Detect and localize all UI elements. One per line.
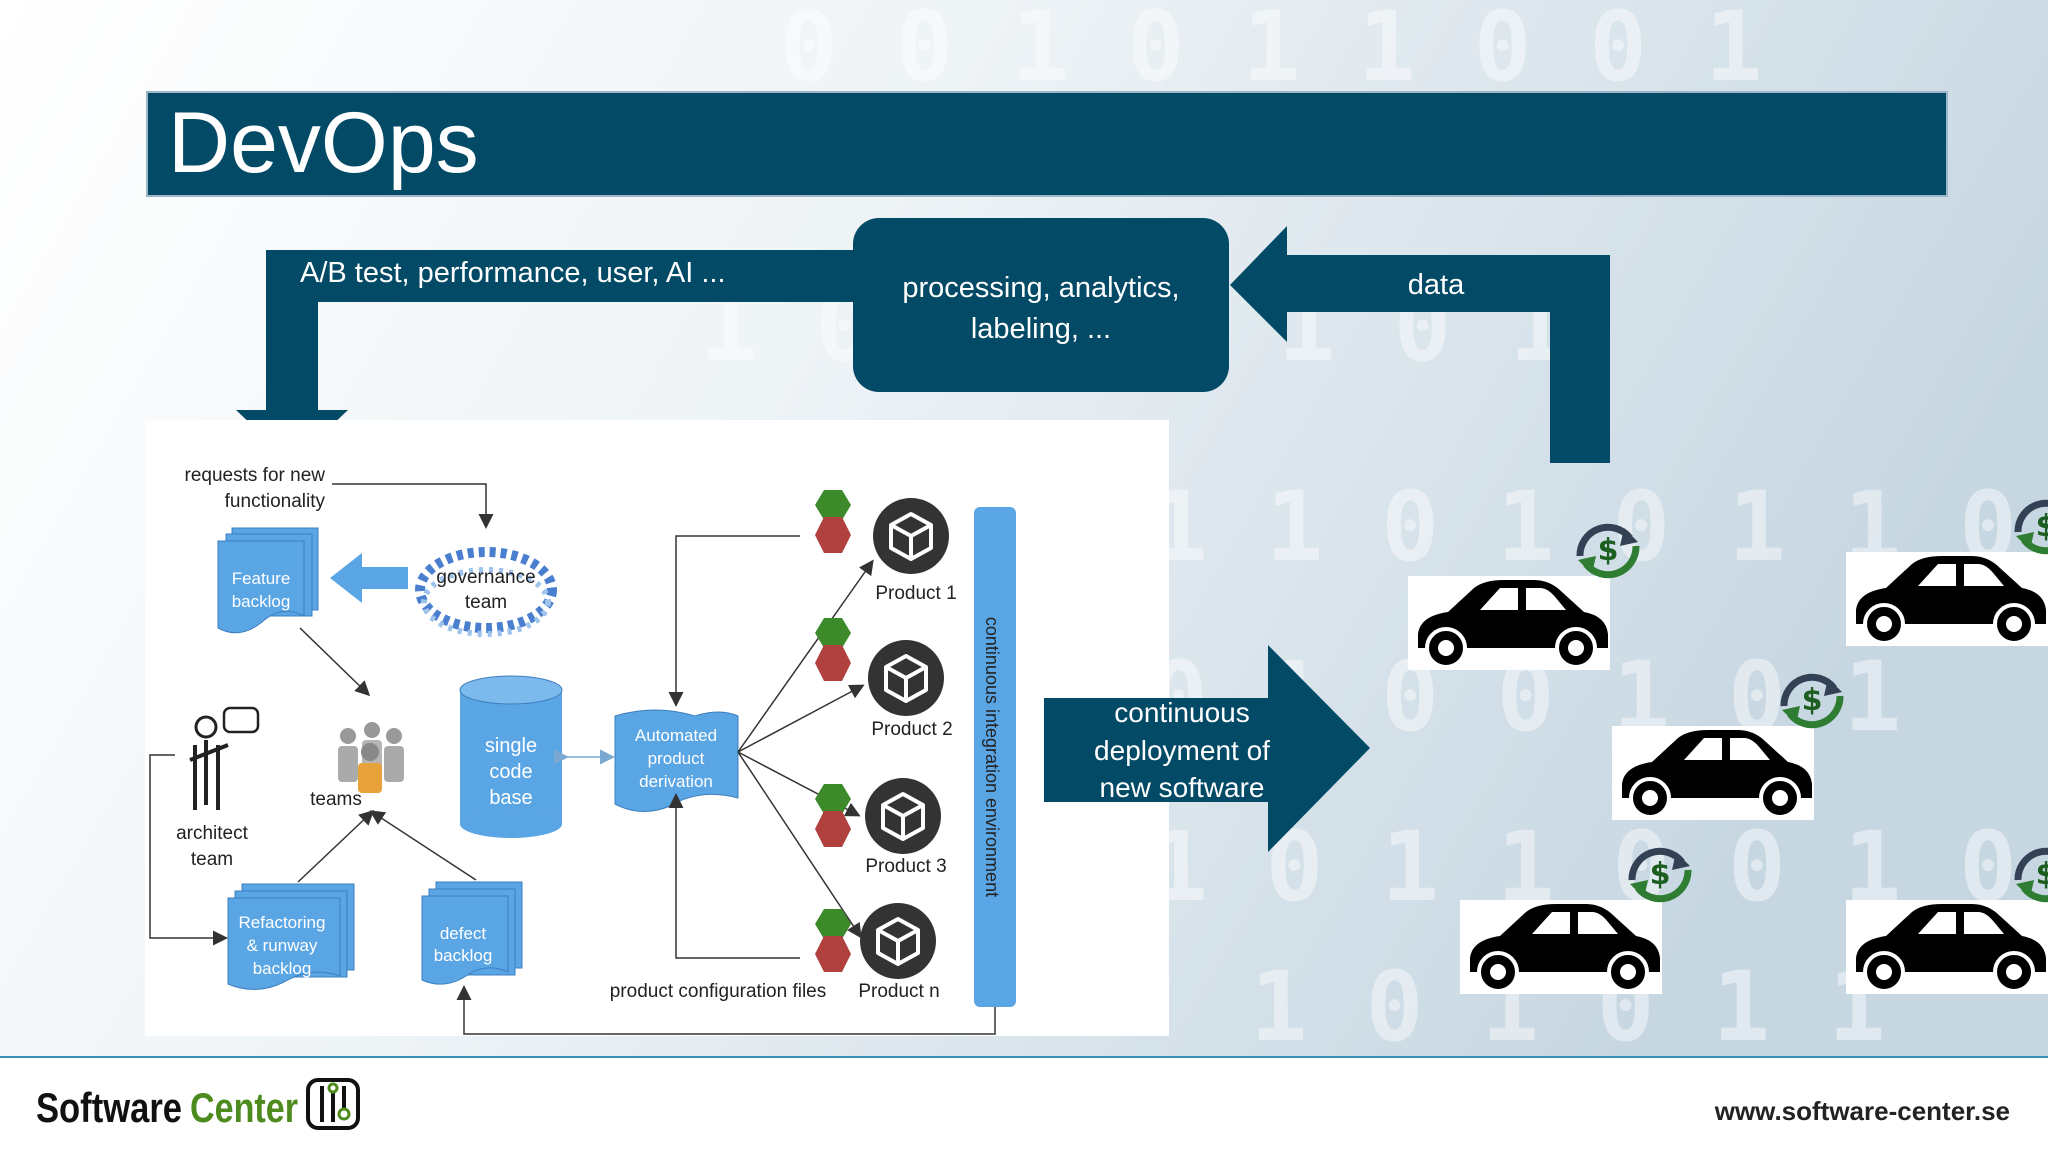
ci-environment-label: continuous integration environment: [982, 617, 1002, 897]
processing-box: [853, 218, 1229, 392]
derivation-to-product-n: [737, 751, 862, 939]
requests-label-line1: requests for new: [185, 465, 326, 486]
connected-car: $: [1846, 499, 2048, 646]
cube-icon: [873, 498, 949, 574]
deployment-arrow: [1044, 645, 1370, 852]
processing-label-line2: labeling, ...: [971, 313, 1111, 345]
deploy-label-line3: new software: [1100, 772, 1265, 803]
architect-label-line1: architect: [176, 823, 249, 844]
refactoring-to-teams-arrow: [297, 809, 375, 883]
governance-to-backlog-arrow: [330, 553, 408, 603]
feedback-label: A/B test, performance, user, AI ...: [300, 257, 726, 289]
teams-icon: [338, 722, 404, 793]
data-arrow: [1230, 226, 1610, 463]
config-hexagon-3: [815, 784, 851, 847]
svg-text:$: $: [2036, 509, 2048, 544]
connected-car: $: [1460, 847, 1692, 994]
deploy-label-line1: continuous: [1114, 697, 1249, 728]
dollar-cycle-icon: $: [1780, 673, 1844, 729]
governance-label-line2: team: [465, 592, 507, 613]
feature-backlog-line2: backlog: [232, 592, 291, 611]
defect-line1: defect: [440, 924, 487, 943]
codebase-line3: base: [489, 787, 532, 809]
config-hexagon-2: [815, 618, 851, 681]
derivation-line1: Automated: [635, 726, 717, 745]
derivation-line2: product: [648, 749, 705, 768]
svg-text:$: $: [1598, 533, 1619, 568]
slide-title: DevOps: [168, 95, 479, 191]
config-line-top: [668, 535, 800, 707]
dollar-cycle-icon: $: [1576, 523, 1640, 579]
derivation-to-product-1: [737, 559, 874, 753]
dollar-cycle-icon: $: [2014, 847, 2048, 903]
derivation-to-product-2: [737, 684, 865, 753]
car-icon: [1622, 730, 1812, 819]
refactoring-backlog: Refactoring & runway backlog: [227, 883, 355, 990]
svg-text:$: $: [2036, 857, 2048, 892]
governance-label-line1: governance: [436, 567, 535, 588]
cube-icon: [865, 778, 941, 854]
defect-to-teams-arrow: [369, 810, 477, 881]
product-3-label: Product 3: [865, 856, 946, 877]
codebase-line1: single: [485, 735, 537, 757]
website-link[interactable]: www.software-center.se: [1714, 1096, 2010, 1126]
single-code-base: single code base: [459, 675, 563, 838]
deploy-label-line2: deployment of: [1094, 735, 1270, 766]
product-n-label: Product n: [858, 981, 939, 1002]
feature-backlog-line1: Feature: [232, 569, 291, 588]
cube-icon: [868, 640, 944, 716]
defect-backlog: defect backlog: [421, 881, 523, 985]
svg-text:$: $: [1802, 683, 1823, 718]
teams-label: teams: [310, 789, 362, 810]
architect-icon: [189, 706, 260, 810]
svg-text:$: $: [1650, 857, 1671, 892]
footer-background: [0, 1058, 2048, 1152]
architect-label-line2: team: [191, 849, 233, 870]
cube-icon: [860, 903, 936, 979]
brand-software: Software: [36, 1084, 182, 1131]
title-bar: [146, 91, 1948, 197]
codebase-line2: code: [489, 761, 532, 783]
connected-car: $: [1612, 673, 1844, 820]
governance-team: governance team: [415, 547, 557, 637]
dollar-cycle-icon: $: [2014, 499, 2048, 555]
dollar-cycle-icon: $: [1628, 847, 1692, 903]
refactoring-line3: backlog: [253, 959, 312, 978]
brand-center: Center: [190, 1084, 298, 1131]
product-2-label: Product 2: [871, 719, 952, 740]
car-fleet: $ $: [1408, 499, 2048, 994]
data-label: data: [1408, 269, 1465, 301]
config-files-label: product configuration files: [610, 981, 827, 1002]
ci-to-defect-connector: [456, 985, 996, 1035]
refactoring-line2: & runway: [247, 936, 318, 955]
product-1-label: Product 1: [875, 583, 956, 604]
footer-divider: [0, 1056, 2048, 1058]
car-icon: [1470, 904, 1660, 993]
derivation-line3: derivation: [639, 772, 713, 791]
requests-label-line2: functionality: [225, 491, 326, 512]
refactoring-line1: Refactoring: [239, 913, 326, 932]
connected-car: $: [1408, 523, 1640, 670]
requests-connector: [332, 483, 494, 529]
defect-line2: backlog: [434, 946, 493, 965]
connected-car: $: [1846, 847, 2048, 994]
config-hexagon-n: [815, 909, 851, 972]
processing-label-line1: processing, analytics,: [902, 272, 1179, 304]
config-line-bottom: [668, 793, 800, 959]
car-icon: [1856, 556, 2046, 645]
architect-connector: [149, 754, 228, 946]
backlog-to-teams-arrow: [299, 627, 371, 697]
feature-backlog: Feature backlog: [217, 527, 319, 634]
automated-product-derivation: Automated product derivation: [614, 709, 739, 812]
logo-icon: [306, 1078, 360, 1130]
ci-environment-bar: [974, 507, 1016, 1007]
car-icon: [1856, 904, 2046, 993]
svg-text:0 0 1 0 1 1 0 0 1: 0 0 1 0 1 1 0 0 1: [780, 0, 1763, 103]
car-icon: [1418, 580, 1608, 669]
config-hexagon-1: [815, 490, 851, 553]
